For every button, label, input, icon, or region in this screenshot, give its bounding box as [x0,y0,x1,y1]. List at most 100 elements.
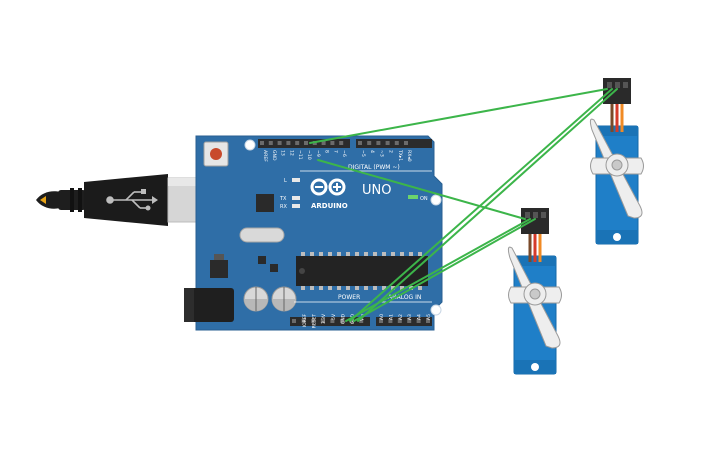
digital-pin-label: 12 [288,150,294,156]
header-pin-hole[interactable] [376,141,381,145]
power-header [290,317,370,326]
header-pin-hole[interactable] [339,141,344,145]
header-pin-hole[interactable] [320,319,325,323]
board-model: UNO [362,183,391,198]
analog-pin-label: A2 [398,314,404,320]
digital-pin-label: ~6 [341,150,347,157]
servo-1-connector [603,78,631,104]
wire-power-servo-1[interactable] [349,88,613,322]
header-pin-hole[interactable] [404,141,408,145]
usb-cable-tail [36,191,60,209]
led-tx-label: TX [279,196,287,202]
power-title: POWER [338,294,360,301]
chip-pin [409,252,413,256]
header-pin-hole[interactable] [394,141,399,145]
header-pin-hole[interactable] [397,319,402,323]
wire-signal-servo-2[interactable] [317,159,526,220]
chip-pin [382,286,386,290]
header-pin-hole[interactable] [407,319,412,323]
chip-pin [391,286,395,290]
wire-ground-servo-1[interactable] [357,88,618,322]
header-pin-hole[interactable] [304,141,308,145]
header-pin-hole[interactable] [260,141,264,145]
reset-button[interactable] [210,148,222,160]
wire-power-servo-2[interactable] [345,218,531,322]
header-pin-hole[interactable] [292,319,296,323]
header-pin-hole[interactable] [385,141,390,145]
header-pin-hole[interactable] [311,319,316,323]
chip-pin [310,286,314,290]
chip-pin [337,286,341,290]
mounting-hole [244,139,256,151]
header-pin-hole[interactable] [330,141,335,145]
header-pin-hole[interactable] [358,141,362,145]
digital-pin-label: 4 [369,150,375,153]
header-pin-hole[interactable] [277,141,282,145]
digital-pin-label: GND [271,150,277,161]
servo-2-mount-hole [531,363,539,371]
led-on-label: ON [420,196,428,202]
servo-2-horn [507,246,562,349]
header-pin-hole[interactable] [340,319,344,323]
analog-header [376,317,432,326]
chip-pin [391,252,395,256]
chip-pin [310,252,314,256]
analog-title: ANALOG IN [388,294,421,301]
header-pin-hole[interactable] [349,319,354,323]
wire-signal-servo-1[interactable] [309,88,608,144]
header-pin-hole[interactable] [301,319,306,323]
chip-pin [382,252,386,256]
servo-2-pin-slot [525,212,530,218]
chip-pin [364,252,368,256]
header-pin-hole[interactable] [379,319,383,323]
crystal-oscillator [239,227,285,243]
mounting-hole [430,304,442,316]
chip-pin [418,286,422,290]
wire-ground-servo-2[interactable] [353,218,536,322]
usb-cable-ridge [70,188,74,212]
digital-pin-label: ~3 [378,150,384,157]
analog-pin-label: A5 [426,314,432,320]
header-pin-hole[interactable] [367,141,372,145]
header-pin-hole[interactable] [426,319,430,323]
digital-pin-label: ~10 [306,150,312,160]
analog-pin-label: A0 [379,314,385,320]
header-pin-hole[interactable] [416,319,421,323]
header-pin-hole[interactable] [321,141,326,145]
servo-1-horn [589,118,644,219]
chip-pin [301,252,305,256]
smd-component [258,256,266,264]
servo-motor-1[interactable] [589,78,644,245]
servo-1-mount-hole [613,233,621,241]
led-l [292,178,300,182]
servo-motor-2[interactable] [507,208,562,375]
led-rx [292,204,300,208]
chip-pin [355,252,359,256]
header-pin-hole[interactable] [330,319,335,323]
servo-1-pin-slot [607,82,612,88]
wires [309,88,618,322]
chip-pin [328,286,332,290]
digital-pin-label: AREF [262,150,268,162]
digital-pin-label: ~5 [360,150,366,157]
header-pin-hole[interactable] [268,141,273,145]
chip-pin [319,286,323,290]
header-pin-hole[interactable] [359,319,364,323]
digital-pin-label: ~11 [297,150,303,160]
header-pin-hole[interactable] [295,141,300,145]
usb-interface-chip [256,194,274,212]
voltage-regulator [210,260,228,278]
digital-pin-label: 2 [388,150,394,153]
chip-pin [418,252,422,256]
header-pin-hole[interactable] [286,141,291,145]
servo-1-pin-slot [623,82,628,88]
digital-pin-label: 13 [280,150,286,156]
digital-pin-label: 8 [324,150,330,153]
power-pin-label: RESET [312,314,318,328]
power-pin-label: 3.3V [321,314,327,324]
header-pin-hole[interactable] [388,319,393,323]
servo-1-pin-slot [615,82,620,88]
digital-title: DIGITAL (PWM ~) [348,164,400,171]
